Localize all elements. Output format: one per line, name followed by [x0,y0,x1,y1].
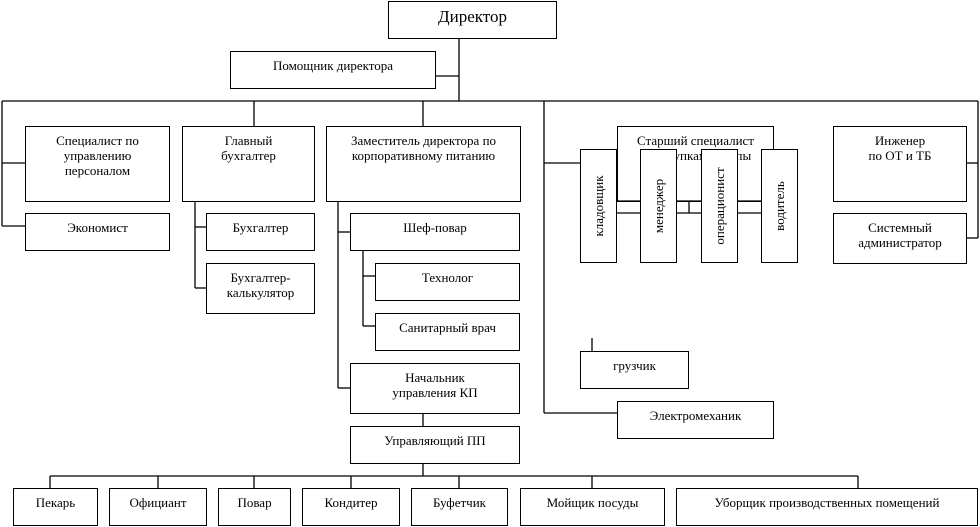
cleaner-label: Уборщик производственных помещений [714,495,940,510]
baker-label: Пекарь [35,495,76,510]
chef-box: Шеф-повар [350,213,520,251]
economist-box: Экономист [25,213,170,251]
dishwasher-label: Мойщик посуды [546,495,639,510]
bottom-role-box: Кондитер [302,488,400,526]
bottom-role-box: Повар [218,488,291,526]
manager-pp-label: Управляющий ПП [384,433,486,448]
manager-box: менеджер [640,149,677,263]
storekeeper-box: кладовщик [580,149,617,263]
storekeeper-label: кладовщик [590,175,606,237]
hr-specialist-label: Специалист по управлению персоналом [56,133,139,178]
operator-label: операционист [711,167,727,245]
bottom-role-box: Буфетчик [411,488,508,526]
chief-accountant-box: Главный бухгалтер [182,126,315,202]
assistant-box: Помощник директора [230,51,436,89]
chief-accountant-label: Главный бухгалтер [221,133,276,163]
electromechanic-label: Электромеханик [649,408,742,423]
head-kp-label: Начальник управления КП [392,370,478,400]
director-box: Директор [388,1,557,39]
deputy-catering-label: Заместитель директора по корпоративному … [350,133,497,163]
operator-box: операционист [701,149,738,263]
technologist-label: Технолог [421,270,474,285]
driver-label: водитель [771,181,787,231]
technologist-box: Технолог [375,263,520,301]
bottom-role-box: Мойщик посуды [520,488,665,526]
accountant-calculator-box: Бухгалтер- калькулятор [206,263,315,314]
bottom-role-box: Официант [109,488,207,526]
loader-box: грузчик [580,351,689,389]
sysadmin-box: Системный администратор [833,213,967,264]
cook-label: Повар [237,495,272,510]
sanitary-doctor-label: Санитарный врач [399,320,496,335]
confectioner-label: Кондитер [324,495,378,510]
accountant-calculator-label: Бухгалтер- калькулятор [226,270,295,300]
accountant-box: Бухгалтер [206,213,315,251]
bottom-role-box: Уборщик производственных помещений [676,488,978,526]
assistant-label: Помощник директора [272,58,394,73]
sysadmin-label: Системный администратор [858,220,942,250]
manager-pp-box: Управляющий ПП [350,426,520,464]
sanitary-doctor-box: Санитарный врач [375,313,520,351]
manager-label: менеджер [650,178,666,234]
director-label: Директор [438,7,507,26]
bottom-role-box: Пекарь [13,488,98,526]
economist-label: Экономист [67,220,128,235]
deputy-catering-box: Заместитель директора по корпоративному … [326,126,521,202]
bartender-label: Буфетчик [432,495,486,510]
electromechanic-box: Электромеханик [617,401,774,439]
waiter-label: Официант [129,495,187,510]
loader-label: грузчик [613,358,656,373]
hr-specialist-box: Специалист по управлению персоналом [25,126,170,202]
safety-engineer-box: Инженер по ОТ и ТБ [833,126,967,202]
safety-engineer-label: Инженер по ОТ и ТБ [868,133,932,163]
chef-label: Шеф-повар [403,220,467,235]
accountant-label: Бухгалтер [232,220,289,235]
driver-box: водитель [761,149,798,263]
head-kp-box: Начальник управления КП [350,363,520,414]
